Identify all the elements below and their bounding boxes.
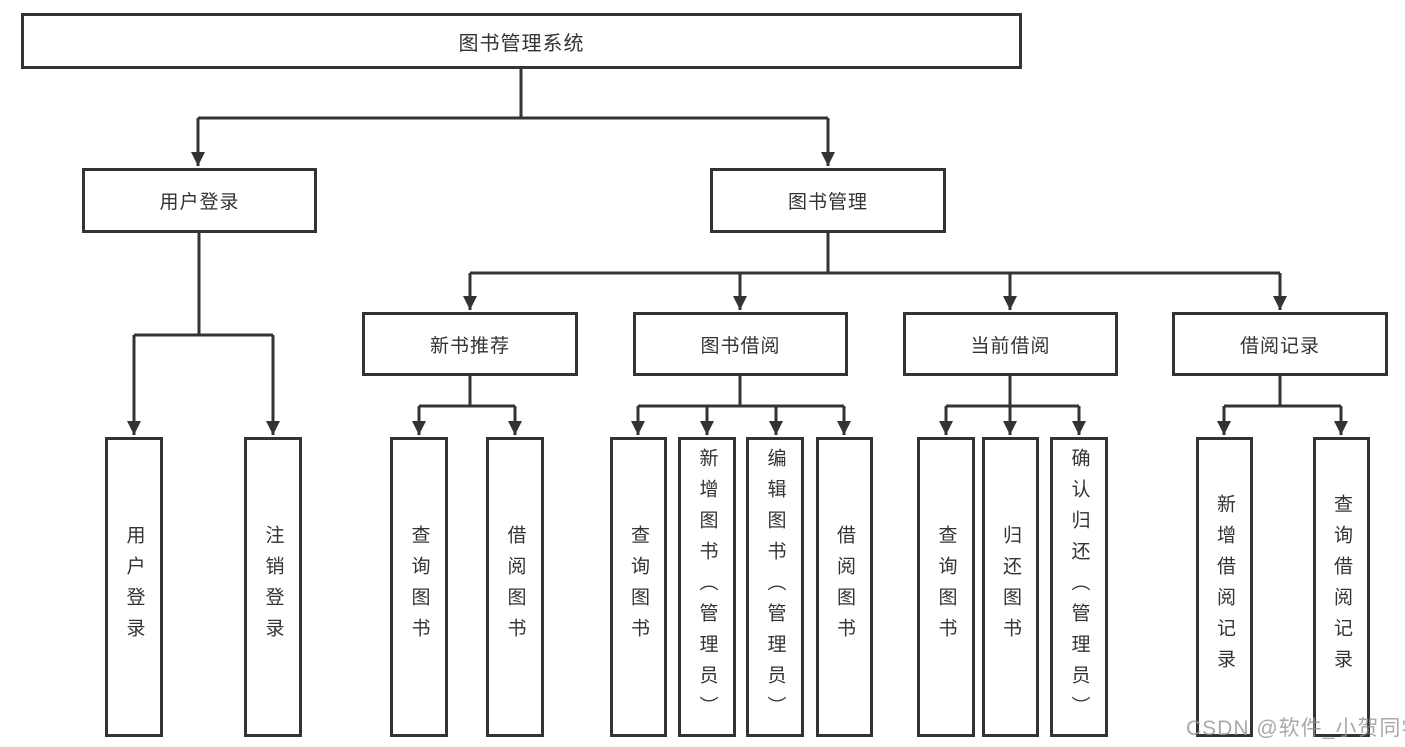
node-book-management: 图书管理 bbox=[710, 168, 946, 233]
node-label: 图书借阅 bbox=[700, 335, 781, 357]
leaf-label: 新增图书（管理员） bbox=[696, 447, 718, 727]
leaf-label: 借阅图书 bbox=[504, 525, 526, 649]
node-label: 借阅记录 bbox=[1239, 335, 1320, 357]
node-new-book-recommend: 新书推荐 bbox=[362, 312, 578, 376]
leaf-label: 查询图书 bbox=[628, 525, 649, 649]
leaf-query-books: 查询图书 bbox=[917, 437, 975, 737]
leaf-label: 查询图书 bbox=[408, 525, 430, 649]
leaf-query-books: 查询图书 bbox=[610, 437, 667, 737]
node-label: 当前借阅 bbox=[970, 335, 1051, 357]
leaf-add-books-admin: 新增图书（管理员） bbox=[678, 437, 736, 737]
csdn-watermark: CSDN @软件_小贺同学 bbox=[1186, 717, 1405, 740]
leaf-query-borrow-record: 查询借阅记录 bbox=[1313, 437, 1370, 737]
node-label: 新书推荐 bbox=[429, 335, 510, 357]
leaf-confirm-return-admin: 确认归还（管理员） bbox=[1050, 437, 1108, 737]
node-book-borrowing: 图书借阅 bbox=[633, 312, 848, 376]
node-library-system: 图书管理系统 bbox=[21, 13, 1022, 69]
leaf-query-books: 查询图书 bbox=[390, 437, 448, 737]
leaf-label: 确认归还（管理员） bbox=[1068, 447, 1090, 727]
leaf-label: 归还图书 bbox=[1000, 525, 1021, 649]
leaf-label: 新增借阅记录 bbox=[1214, 494, 1235, 680]
leaf-return-books: 归还图书 bbox=[982, 437, 1039, 737]
leaf-add-borrow-record: 新增借阅记录 bbox=[1196, 437, 1253, 737]
leaf-label: 借阅图书 bbox=[834, 525, 855, 649]
leaf-label: 用户登录 bbox=[123, 525, 145, 649]
leaf-borrow-books: 借阅图书 bbox=[486, 437, 544, 737]
leaf-logout: 注销登录 bbox=[244, 437, 302, 737]
node-label: 图书管理系统 bbox=[458, 32, 585, 55]
leaf-label: 注销登录 bbox=[262, 525, 284, 649]
node-label: 图书管理 bbox=[787, 192, 868, 213]
node-current-borrowing: 当前借阅 bbox=[903, 312, 1118, 376]
leaf-label: 编辑图书（管理员） bbox=[764, 447, 786, 727]
leaf-label: 查询借阅记录 bbox=[1331, 494, 1352, 680]
leaf-edit-books-admin: 编辑图书（管理员） bbox=[746, 437, 804, 737]
leaf-label: 查询图书 bbox=[935, 525, 957, 649]
node-label: 用户登录 bbox=[159, 192, 240, 213]
leaf-borrow-books: 借阅图书 bbox=[816, 437, 873, 737]
node-borrowing-records: 借阅记录 bbox=[1172, 312, 1388, 376]
node-user-login: 用户登录 bbox=[82, 168, 317, 233]
leaf-user-login: 用户登录 bbox=[105, 437, 163, 737]
